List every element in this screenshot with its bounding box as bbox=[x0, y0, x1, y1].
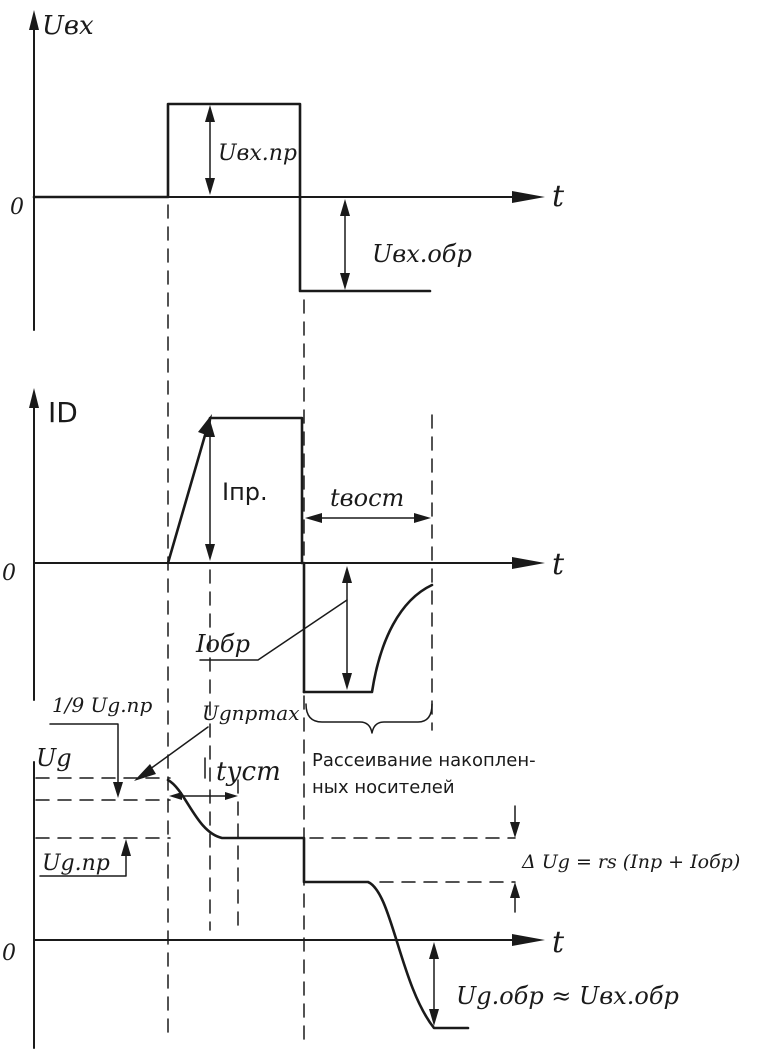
delta-arrow-bottom-icon bbox=[510, 882, 520, 898]
ug-zero-label: 0 bbox=[2, 941, 16, 966]
id-reverse-arrow-down-icon bbox=[342, 673, 352, 690]
one-ninth-label: 1/9 Ug.пр bbox=[52, 693, 152, 717]
uvx-forward-arrow-up-icon bbox=[205, 105, 215, 122]
time-guides bbox=[167, 204, 433, 1041]
dissipation-line-1: Рассеивание накоплен- bbox=[312, 750, 536, 771]
uvx-reverse-label: Uвх.обр bbox=[372, 240, 472, 268]
id-axis-label: ID bbox=[48, 396, 78, 429]
uvx-reverse-arrow-down-icon bbox=[340, 273, 350, 290]
uvx-axis-label: Uвх bbox=[42, 11, 94, 41]
delta-arrow-top-icon bbox=[510, 822, 520, 838]
uvx-y-axis-arrow-icon bbox=[29, 10, 39, 30]
settle-arrow-left-icon bbox=[169, 792, 182, 800]
id-x-axis-arrow-icon bbox=[512, 557, 545, 569]
uvx-zero-label: 0 bbox=[10, 195, 24, 220]
reverse-voltage-arrow-down-icon bbox=[429, 1009, 439, 1026]
panel-diode-current: ID 0 t Iпр. tвост Iобр bbox=[2, 388, 565, 701]
ug-x-axis-arrow-icon bbox=[512, 934, 545, 946]
id-zero-label: 0 bbox=[2, 561, 16, 586]
id-forward-label: Iпр. bbox=[222, 478, 268, 506]
settle-time-label: tуст bbox=[216, 757, 281, 787]
ug-waveform bbox=[166, 778, 470, 1030]
id-reverse-leader bbox=[199, 599, 348, 661]
id-reverse-label: Iобр bbox=[195, 630, 250, 658]
reverse-voltage-label: Ug.обр ≈ Uвх.обр bbox=[456, 982, 679, 1010]
uvx-forward-label: Uвх.пр bbox=[218, 141, 297, 166]
id-forward-arrow-down-icon bbox=[205, 544, 215, 561]
uvx-waveform bbox=[32, 102, 432, 293]
forward-voltage-label: Ug.пр bbox=[42, 851, 110, 876]
id-recovery-arrow-left-icon bbox=[305, 513, 322, 523]
one-ninth-bracket bbox=[49, 723, 119, 791]
uvx-forward-arrow-down-icon bbox=[205, 178, 215, 195]
panel-input-voltage: Uвх 0 t Uвх.пр Uвх.обр bbox=[10, 10, 565, 331]
delta-formula: Δ Ug = rs (Iпр + Iобр) bbox=[521, 851, 740, 873]
uvx-reverse-arrow-up-icon bbox=[340, 199, 350, 216]
uvx-x-axis-arrow-icon bbox=[512, 191, 545, 203]
overshoot-leader bbox=[145, 726, 209, 773]
ug-time-label: t bbox=[552, 925, 565, 960]
uvx-time-label: t bbox=[552, 179, 565, 214]
dissipation-line-2: ных носителей bbox=[312, 777, 455, 798]
id-y-axis-arrow-icon bbox=[29, 388, 39, 408]
settle-arrow-right-icon bbox=[225, 792, 238, 800]
id-recovery-label: tвост bbox=[330, 484, 404, 512]
id-time-label: t bbox=[552, 547, 565, 582]
id-waveform-forward bbox=[166, 416, 304, 565]
reverse-voltage-arrow-up-icon bbox=[429, 942, 439, 959]
id-reverse-arrow-up-icon bbox=[342, 566, 352, 583]
forward-voltage-arrow-icon bbox=[121, 839, 131, 856]
id-recovery-arrow-right-icon bbox=[414, 513, 431, 523]
panel-diode-voltage: Ug 0 t Ugпрmax 1/9 Ug.пр tуст Ug.пр Рас bbox=[2, 693, 740, 1049]
overshoot-label: Ugпрmax bbox=[202, 701, 300, 725]
overshoot-arrow-icon bbox=[134, 764, 156, 781]
id-waveform-reverse bbox=[302, 583, 434, 694]
dissipation-brace bbox=[305, 703, 433, 734]
one-ninth-arrow-icon bbox=[113, 782, 123, 798]
id-forward-arrow-up-icon bbox=[205, 420, 215, 437]
ug-axis-label: Ug bbox=[36, 744, 72, 772]
